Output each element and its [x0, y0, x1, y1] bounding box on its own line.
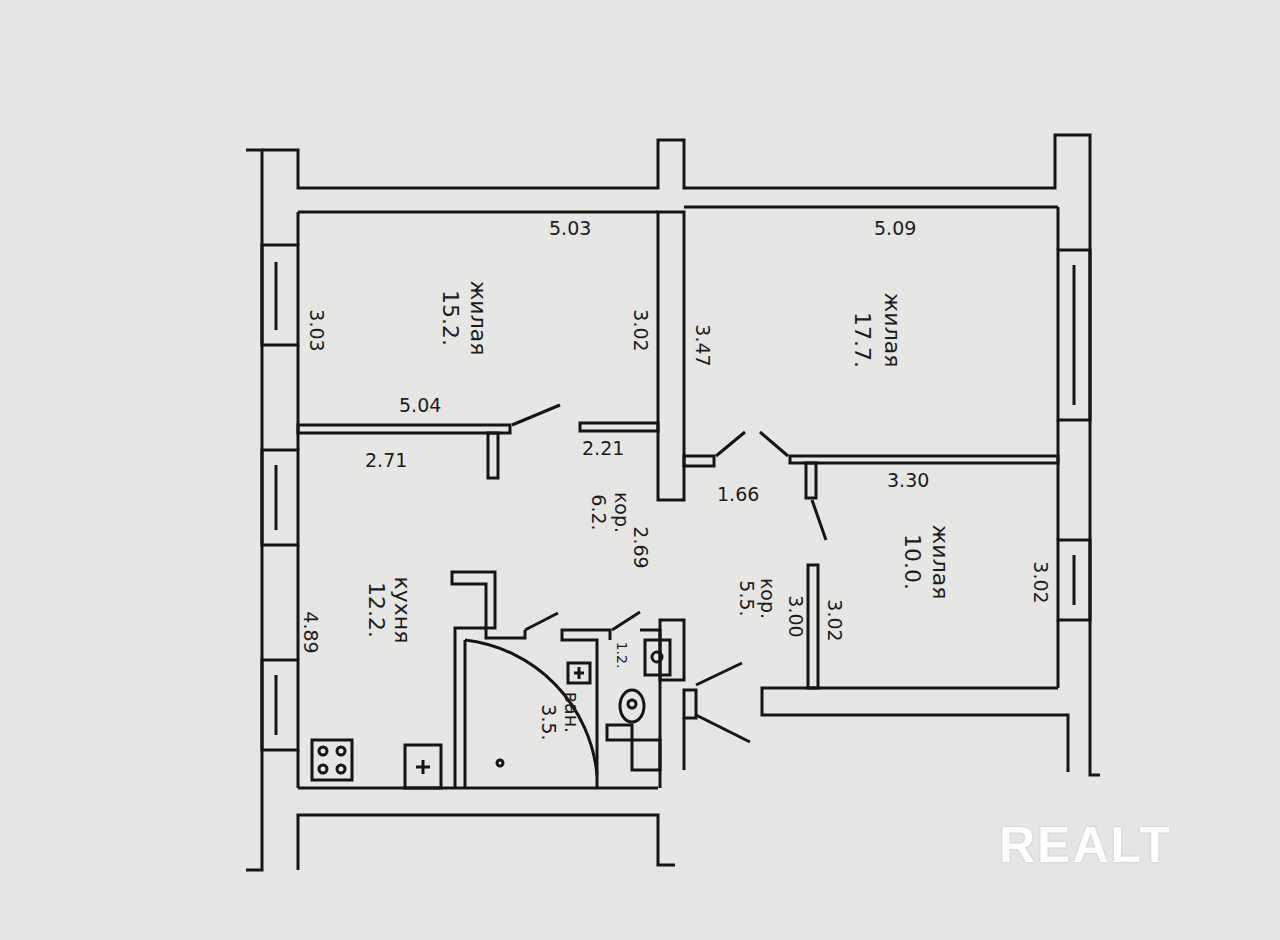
room-label: 10.0.	[901, 534, 923, 590]
room-label: жилая	[929, 525, 951, 600]
dimension-label: 3.03	[307, 309, 326, 351]
room-label: 17.7.	[851, 312, 873, 368]
dimension-label: 3.00	[786, 595, 805, 637]
dimension-label: 2.71	[365, 451, 407, 470]
dimension-label: кор.	[612, 492, 631, 533]
dimension-label: 5.03	[549, 219, 591, 238]
dimension-label: 3.02	[1031, 561, 1050, 603]
dimension-label: 3.47	[693, 324, 712, 366]
dimension-label: 5.5.	[737, 580, 756, 616]
dimension-label: кор.	[758, 578, 777, 619]
room-label: жилая	[881, 293, 903, 368]
dimension-label: 6.2.	[589, 494, 608, 530]
room-label: 15.2.	[439, 290, 461, 346]
room-label: кухня	[391, 577, 413, 644]
room-label: жилая	[467, 281, 489, 356]
dimension-label: 3.02	[825, 599, 844, 641]
watermark: REALT	[999, 820, 1172, 870]
wall	[246, 150, 262, 870]
room-label: 12.2.	[365, 582, 387, 638]
dimension-label: 2.21	[582, 439, 624, 458]
dimension-label: 3.02	[631, 309, 650, 351]
dimension-label: 1.66	[717, 485, 759, 504]
dimension-label: 5.04	[399, 396, 441, 415]
dimension-label: ван.	[562, 692, 581, 733]
dimension-label: 5.09	[874, 219, 916, 238]
room-label: 1.2.	[615, 642, 629, 669]
dimension-label: 2.69	[631, 526, 650, 568]
dimension-label: 3.30	[887, 471, 929, 490]
dimension-label: 3.5.	[539, 704, 558, 740]
dimension-label: 4.89	[301, 611, 320, 653]
